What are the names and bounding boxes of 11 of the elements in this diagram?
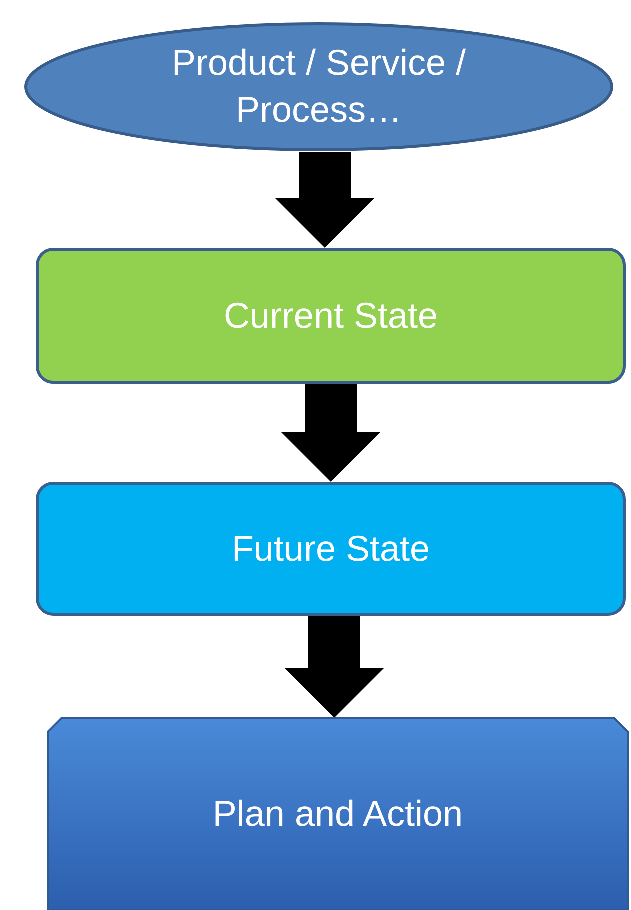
node-label: Plan and Action — [212, 792, 464, 836]
process-box — [36, 482, 626, 616]
block-arrow — [284, 616, 384, 718]
beveled-box — [48, 718, 628, 910]
block-arrow — [281, 384, 381, 482]
block-arrow — [275, 152, 375, 248]
process-box — [36, 248, 626, 384]
node-label: Current State — [224, 294, 438, 338]
node-label: Product / Service / Process… — [170, 41, 468, 132]
node-label: Future State — [232, 526, 430, 571]
start-ellipse — [24, 22, 614, 152]
